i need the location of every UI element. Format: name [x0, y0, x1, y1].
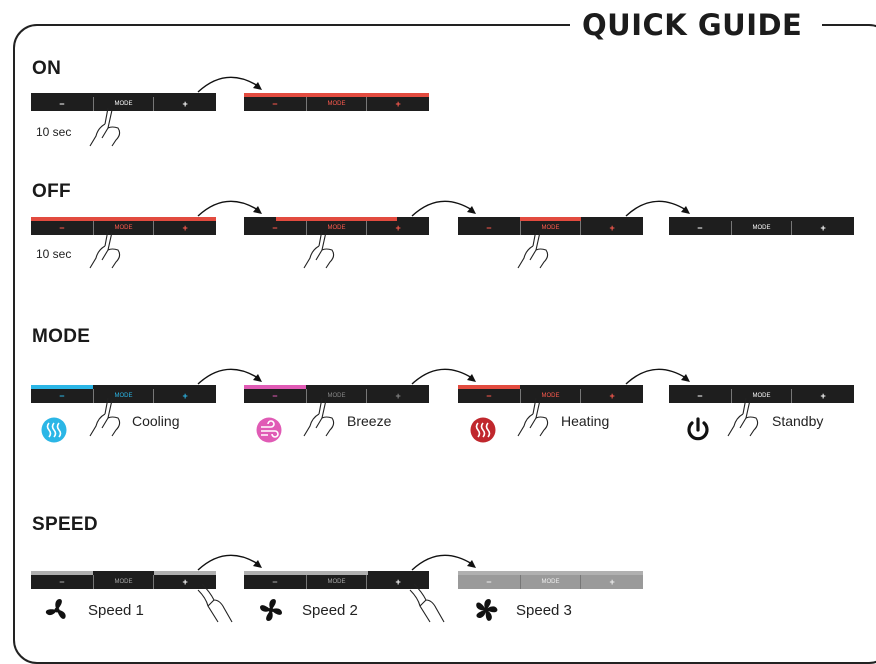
- arrow-icon: [625, 200, 690, 217]
- arrow-icon: [411, 554, 476, 571]
- panel-mode-heating: − MODE +: [458, 385, 643, 403]
- plus-button[interactable]: +: [395, 391, 401, 401]
- mode-label-cooling: Cooling: [132, 413, 180, 429]
- speed-label-2: Speed 2: [302, 602, 358, 619]
- hand-icon: [409, 583, 445, 623]
- hand-icon: [517, 229, 549, 269]
- panel-speed-1: − MODE +: [31, 571, 216, 589]
- panel-mode-cooling: − MODE +: [31, 385, 216, 403]
- fan-icon: [476, 599, 498, 621]
- panel-mode-standby: − MODE +: [669, 385, 854, 403]
- mode-button[interactable]: MODE: [92, 97, 155, 111]
- minus-button[interactable]: −: [272, 99, 278, 109]
- minus-button[interactable]: −: [59, 391, 65, 401]
- minus-button[interactable]: −: [486, 223, 492, 233]
- fan-icon: [45, 599, 66, 619]
- fan-icon: [260, 599, 282, 621]
- mode-button[interactable]: MODE: [305, 97, 368, 111]
- plus-button[interactable]: +: [182, 391, 188, 401]
- hand-icon: [517, 397, 549, 437]
- arrow-icon: [411, 200, 476, 217]
- plus-button[interactable]: +: [609, 223, 615, 233]
- arrow-icon: [411, 368, 476, 385]
- panel-on-off-state: − MODE +: [31, 93, 216, 111]
- hand-icon: [197, 583, 233, 623]
- minus-button[interactable]: −: [272, 223, 278, 233]
- plus-button[interactable]: +: [395, 99, 401, 109]
- mode-label-standby: Standby: [772, 413, 824, 429]
- arrow-icon: [197, 76, 262, 93]
- plus-button[interactable]: +: [820, 223, 826, 233]
- panel-mode-breeze: − MODE +: [244, 385, 429, 403]
- plus-button[interactable]: +: [182, 577, 188, 587]
- section-on-title: ON: [32, 58, 62, 79]
- heating-icon: [470, 417, 496, 443]
- minus-button[interactable]: −: [697, 391, 703, 401]
- section-mode-title: MODE: [32, 326, 91, 347]
- mode-button[interactable]: MODE: [305, 575, 368, 589]
- mode-button[interactable]: MODE: [730, 221, 793, 235]
- panel-on-lit: − MODE +: [244, 93, 429, 111]
- minus-button[interactable]: −: [272, 391, 278, 401]
- panel-off-step3: − MODE +: [458, 217, 643, 235]
- hand-icon: [89, 397, 121, 437]
- title-background: [570, 6, 822, 46]
- mode-button[interactable]: MODE: [519, 389, 582, 403]
- speed-label-1: Speed 1: [88, 602, 144, 619]
- mode-button[interactable]: MODE: [519, 575, 582, 589]
- minus-button[interactable]: −: [59, 577, 65, 587]
- panel-off-step1: − MODE +: [31, 217, 216, 235]
- plus-button[interactable]: +: [820, 391, 826, 401]
- panel-speed-3: − MODE +: [458, 571, 643, 589]
- page-title: QUICK GUIDE: [582, 8, 803, 42]
- arrow-icon: [197, 368, 262, 385]
- plus-button[interactable]: +: [609, 577, 615, 587]
- breeze-icon: [256, 417, 282, 443]
- speed-label-3: Speed 3: [516, 602, 572, 619]
- minus-button[interactable]: −: [59, 99, 65, 109]
- hand-icon: [303, 397, 335, 437]
- mode-button[interactable]: MODE: [519, 221, 582, 235]
- panel-speed-2: − MODE +: [244, 571, 429, 589]
- plus-button[interactable]: +: [609, 391, 615, 401]
- power-icon: [687, 417, 709, 441]
- minus-button[interactable]: −: [59, 223, 65, 233]
- arrow-icon: [197, 200, 262, 217]
- minus-button[interactable]: −: [272, 577, 278, 587]
- minus-button[interactable]: −: [486, 577, 492, 587]
- arrow-icon: [625, 368, 690, 385]
- plus-button[interactable]: +: [395, 577, 401, 587]
- mode-button[interactable]: MODE: [92, 221, 155, 235]
- mode-button[interactable]: MODE: [730, 389, 793, 403]
- cooling-icon: [41, 417, 67, 443]
- hold-duration-on: 10 sec: [36, 125, 72, 139]
- plus-button[interactable]: +: [395, 223, 401, 233]
- minus-button[interactable]: −: [697, 223, 703, 233]
- mode-button[interactable]: MODE: [92, 575, 155, 589]
- section-speed-title: SPEED: [32, 514, 98, 535]
- minus-button[interactable]: −: [486, 391, 492, 401]
- mode-button[interactable]: MODE: [305, 221, 368, 235]
- hand-icon: [303, 229, 335, 269]
- hand-icon: [89, 107, 121, 147]
- mode-button[interactable]: MODE: [92, 389, 155, 403]
- plus-button[interactable]: +: [182, 99, 188, 109]
- hand-icon: [727, 397, 759, 437]
- plus-button[interactable]: +: [182, 223, 188, 233]
- arrow-icon: [197, 554, 262, 571]
- mode-label-breeze: Breeze: [347, 413, 392, 429]
- panel-off-step2: − MODE +: [244, 217, 429, 235]
- hold-duration-off: 10 sec: [36, 247, 72, 261]
- section-off-title: OFF: [32, 181, 71, 202]
- mode-button[interactable]: MODE: [305, 389, 368, 403]
- hand-icon: [89, 229, 121, 269]
- panel-off-final: − MODE +: [669, 217, 854, 235]
- mode-label-heating: Heating: [561, 413, 610, 429]
